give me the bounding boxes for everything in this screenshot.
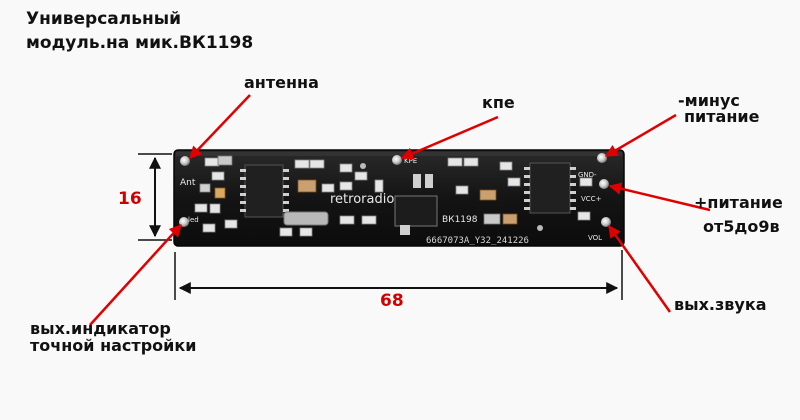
callout-arrows: [89, 94, 711, 326]
title-line1: Универсальный: [26, 9, 182, 29]
silk-brand-label: retroradio: [330, 192, 394, 207]
pad-vcc: [599, 179, 609, 189]
pad-ant: [180, 156, 190, 166]
ic-chip-left: [240, 164, 289, 218]
arrow-audio: [607, 224, 672, 313]
arrow-minus: [604, 113, 677, 158]
silk-gnd-label: GND-: [578, 171, 597, 179]
arrow-indicator: [89, 224, 182, 326]
label-plus-power-line2: от5до9в: [703, 217, 780, 236]
label-audio-out: вых.звука: [674, 295, 767, 314]
label-plus-power-line1: +питание: [694, 193, 783, 212]
smd-components: [194, 155, 593, 237]
solder-pads: [179, 153, 611, 231]
silk-vol-label: VOL: [588, 234, 602, 242]
arrow-plus: [608, 182, 711, 212]
silk-ant-label: Ant: [180, 178, 196, 188]
dimension-height: 16: [118, 189, 142, 209]
dimension-width: 68: [380, 291, 404, 311]
silk-serial-label: 6667073A_Y32_241226: [426, 236, 529, 246]
arrow-antenna: [189, 94, 251, 159]
pad-vol: [601, 217, 611, 227]
crystal-oscillator: [283, 211, 329, 226]
title-line2: модуль.на мик.ВК1198: [26, 33, 254, 53]
label-kpe: кпе: [482, 93, 515, 112]
label-indicator-line1: вых.индикатор: [30, 319, 171, 338]
label-minus-power-line2: питание: [684, 107, 760, 126]
ic-chip-right: [524, 162, 576, 214]
arrow-kpe: [400, 115, 499, 160]
label-minus-power-line1: -минус: [678, 91, 740, 110]
silk-vcc-label: VCC+: [581, 195, 602, 203]
voltage-regulator: [394, 174, 438, 235]
width-dimension: [174, 250, 623, 300]
height-dimension: [138, 153, 172, 241]
label-indicator-line2: точной настройки: [30, 336, 197, 355]
silk-led-label: led: [188, 216, 199, 224]
silk-kpe-label: KPE: [404, 157, 417, 165]
pcb-board: Ant led KPE GND- VCC+ VOL retroradio ВК1…: [173, 149, 625, 247]
pad-gnd: [597, 153, 607, 163]
silk-chip-label: ВК1198: [442, 215, 478, 225]
label-antenna: антенна: [244, 73, 319, 92]
pad-kpe: [392, 155, 402, 165]
